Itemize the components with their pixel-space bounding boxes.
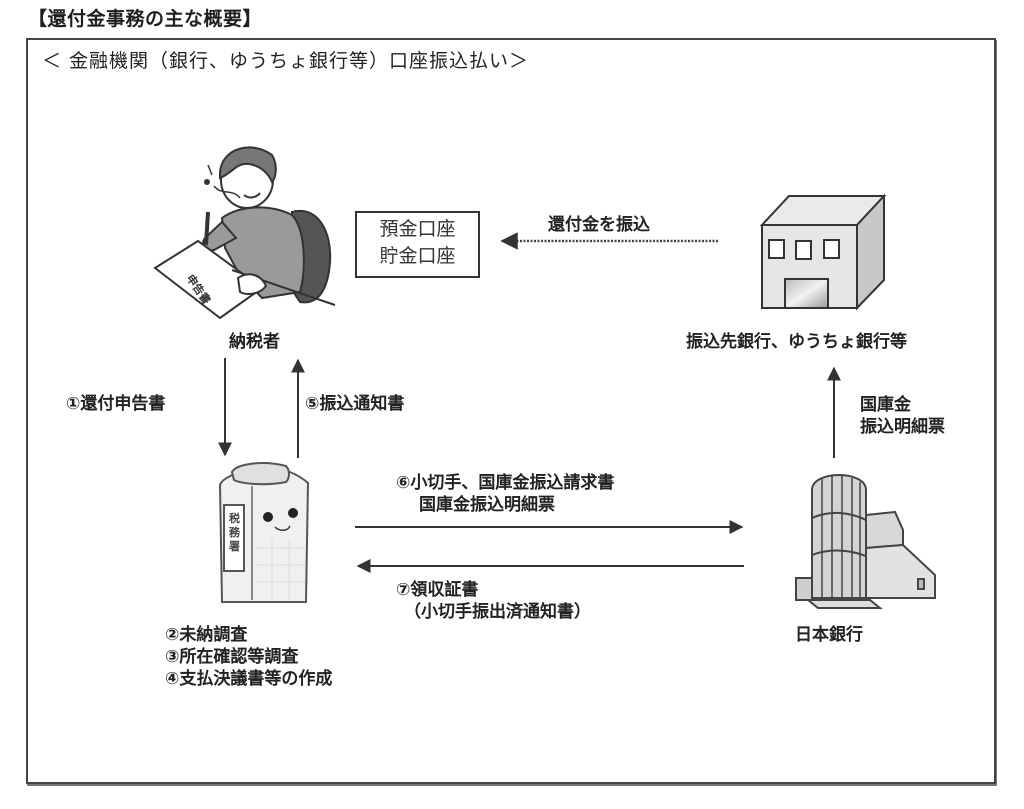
boj-label: 日本銀行 [795,625,863,645]
step6-line: ⑥小切手、国庫金振込請求書 [396,473,615,493]
boj-building-icon [795,474,936,609]
diagram-subtitle: ＜ 金融機関（銀行、ゆうちょ銀行等）口座振込払い＞ [42,50,530,72]
taxpayer-illustration-icon [153,146,336,320]
treasury-statement-line: 国庫金 [860,395,911,415]
step7-line: （小切手振出済通知書） [404,602,591,622]
treasury-statement-label: 国庫金 振込明細票 [860,394,945,438]
step6-line: 国庫金振込明細票 [419,495,555,515]
tax-office-task: ③所在確認等調査 [165,647,299,667]
step7-label: ⑦領収証書 （小切手振出済通知書） [396,579,591,623]
recipient-bank-building-icon [759,193,887,311]
deposit-account-line: 貯金口座 [379,245,456,267]
tax-office-building-icon [218,462,310,603]
diagram-frame [26,38,996,784]
taxpayer-label: 納税者 [229,332,280,352]
step6-label: ⑥小切手、国庫金振込請求書 国庫金振込明細票 [396,472,614,516]
step7-line: ⑦領収証書 [396,580,479,600]
step5-label: ⑤振込通知書 [305,394,405,414]
treasury-statement-line: 振込明細票 [860,417,945,437]
tax-office-tasks: ②未納調査 ③所在確認等調査 ④支払決議書等の作成 [165,624,332,690]
tax-office-sign-text: 税務署 [228,511,241,553]
page-heading: 【還付金事務の主な概要】 [28,8,263,30]
deposit-account-box: 預金口座 貯金口座 [355,211,480,278]
recipient-bank-label: 振込先銀行、ゆうちょ銀行等 [686,332,907,352]
refund-transfer-label: 還付金を振込 [548,215,650,235]
deposit-account-line: 預金口座 [379,218,456,240]
step1-label: ①還付申告書 [66,394,166,414]
tax-office-task: ④支払決議書等の作成 [165,669,333,689]
tax-office-task: ②未納調査 [165,625,248,645]
